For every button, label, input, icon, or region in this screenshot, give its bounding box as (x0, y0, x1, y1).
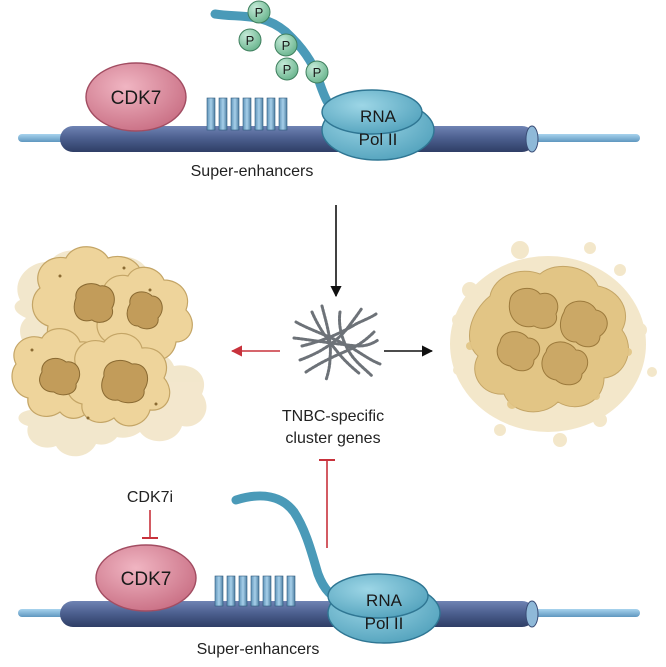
genes-label-line1: TNBC-specific (282, 408, 384, 425)
dna-end-cap (525, 125, 539, 153)
phospho-1: P (247, 0, 271, 24)
rnapol-top-line2: Pol II (359, 130, 398, 149)
dna-end-cap-bottom (525, 600, 539, 628)
cdk7-top: CDK7 (85, 62, 187, 132)
cell-cluster-right (450, 241, 657, 447)
ctd-tail-top (210, 9, 350, 123)
genes-label-line2: cluster genes (285, 430, 380, 447)
phospho-2: P (238, 28, 262, 52)
cdk7-top-label: CDK7 (111, 88, 162, 109)
rnapol-top-line1: RNA (360, 107, 397, 126)
super-enhancer-bars-bottom (214, 575, 296, 607)
svg-text:P: P (246, 33, 255, 48)
svg-text:P: P (255, 5, 264, 20)
dna-tail-left-bottom (18, 609, 68, 617)
super-enhancers-top-label: Super-enhancers (191, 163, 314, 180)
rna-pol-ii-top: RNA Pol II (321, 89, 435, 161)
cdk7-bottom: CDK7 (95, 544, 197, 612)
svg-text:P: P (313, 65, 322, 80)
phospho-4: P (275, 57, 299, 81)
cell-cluster-left (11, 246, 207, 457)
phospho-3: P (274, 33, 298, 57)
gene-cluster-icon (292, 304, 382, 382)
bottom-chromatin-panel: CDK7i CDK7 RNA P (18, 459, 640, 658)
dna-tail-right-bottom (525, 609, 640, 617)
cdk7i-label: CDK7i (127, 489, 173, 506)
rna-pol-ii-bottom: RNA Pol II (327, 573, 441, 644)
super-enhancers-bottom-label: Super-enhancers (197, 641, 320, 658)
dna-tail-left (18, 134, 68, 142)
ctd-tail-bottom (231, 491, 350, 607)
super-enhancer-bars (206, 97, 288, 131)
phospho-groups: P P P P P (238, 0, 329, 84)
rnapol-bottom-line2: Pol II (365, 614, 404, 633)
phospho-5: P (305, 60, 329, 84)
svg-text:P: P (282, 38, 291, 53)
rnapol-bottom-line1: RNA (366, 591, 403, 610)
cdk7-bottom-label: CDK7 (121, 569, 172, 590)
top-chromatin-panel: CDK7 RNA Pol II P P P (18, 0, 640, 180)
dna-tail-right (525, 134, 640, 142)
svg-text:P: P (283, 62, 292, 77)
